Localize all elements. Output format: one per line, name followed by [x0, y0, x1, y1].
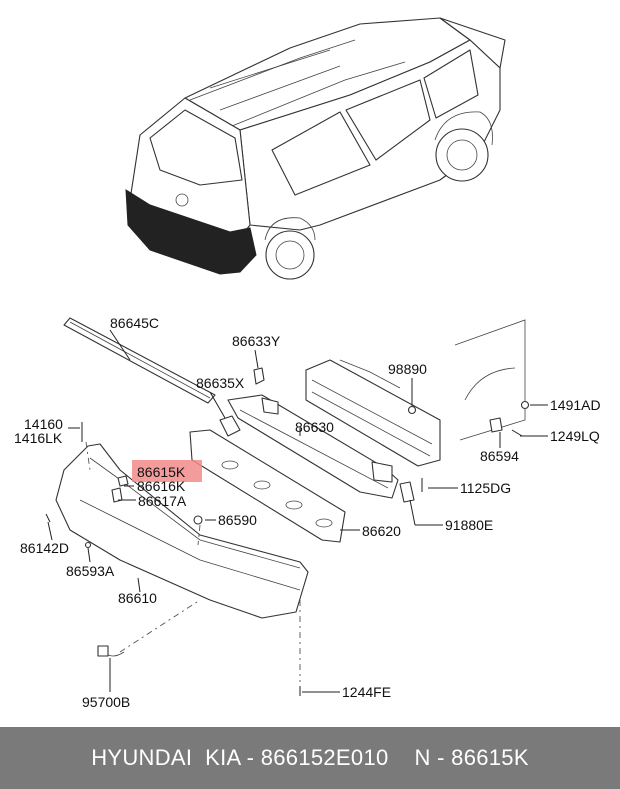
vehicle-illustration: [125, 17, 506, 280]
part-86630: [227, 394, 399, 499]
part-91880e: [399, 481, 415, 503]
label-86630: 86630: [295, 419, 334, 435]
label-1244fe: 1244FE: [342, 684, 391, 700]
label-91880e: 91880E: [445, 517, 493, 533]
label-1125dg: 1125DG: [460, 480, 511, 496]
label-86615k: 86615K: [137, 464, 186, 480]
label-86593a: 86593A: [66, 563, 115, 579]
label-86142d: 86142D: [20, 540, 69, 556]
label-86617a: 86617A: [138, 493, 187, 509]
label-86645c: 86645C: [110, 315, 159, 331]
part-1491ad: [520, 400, 530, 410]
label-1491ad: 1491AD: [550, 397, 601, 413]
label-86594: 86594: [480, 448, 519, 464]
highlight-86615k: [132, 460, 202, 482]
label-98890: 98890: [388, 361, 427, 377]
footer-brand-part-number: HYUNDAI KIA - 866152E010: [91, 745, 389, 770]
part-86633y: [253, 367, 265, 385]
part-front-frame: [305, 359, 441, 467]
part-98890: [407, 405, 417, 415]
label-14160: 14160: [24, 416, 63, 432]
label-1249lq: 1249LQ: [550, 428, 600, 444]
label-86590: 86590: [218, 512, 257, 528]
footer-part-code: N - 86615K: [414, 745, 529, 770]
leader-lines: [47, 329, 548, 693]
label-86610: 86610: [118, 590, 157, 606]
part-86594: [489, 417, 503, 433]
label-95700b: 95700B: [82, 694, 130, 710]
parts-diagram: 86645C 86633Y 86635X 98890 1491AD 14160 …: [14, 17, 601, 710]
label-1416lk: 1416LK: [14, 430, 63, 446]
label-86620: 86620: [362, 523, 401, 539]
label-86633y: 86633Y: [232, 333, 281, 349]
label-86635x: 86635X: [196, 375, 245, 391]
part-86590: [193, 515, 203, 525]
part-86635x: [219, 415, 241, 437]
label-86616k: 86616K: [137, 478, 186, 494]
footer-bar: HYUNDAI KIA - 866152E010 N - 86615K: [0, 727, 620, 789]
